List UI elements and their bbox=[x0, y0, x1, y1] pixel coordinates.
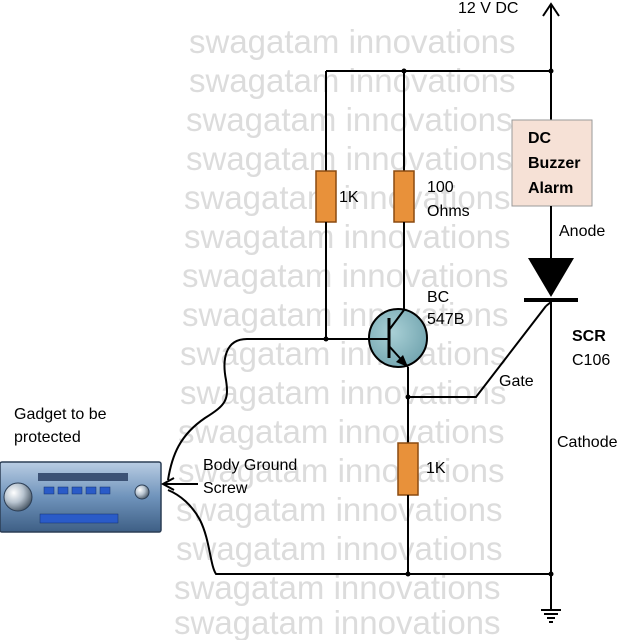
gadget-label-line2: protected bbox=[14, 429, 81, 446]
bottom-rail bbox=[167, 489, 551, 575]
scr-label-line2: C106 bbox=[572, 352, 610, 369]
watermark-line: swagatam innovations bbox=[184, 218, 511, 255]
supply-label: 12 V DC bbox=[458, 0, 518, 17]
watermark-line: swagatam innovations bbox=[182, 296, 509, 333]
watermark-line: swagatam innovations bbox=[182, 257, 509, 294]
emitter-arrow-icon bbox=[396, 355, 408, 367]
resistor-r2-body bbox=[393, 170, 415, 223]
watermark-line: swagatam innovations bbox=[186, 101, 513, 138]
watermark-line: swagatam innovations bbox=[180, 335, 507, 372]
gadget-button bbox=[43, 486, 55, 495]
supply-arrow-icon bbox=[542, 2, 560, 17]
watermark-line: swagatam innovations bbox=[174, 569, 501, 606]
ground-icon bbox=[541, 609, 561, 623]
gate-label: Gate bbox=[499, 373, 534, 390]
buzzer: DC Buzzer Alarm Anode bbox=[511, 119, 605, 258]
gadget: Gadget to be protected bbox=[0, 406, 162, 533]
screw-label-line1: Body Ground bbox=[203, 457, 297, 474]
gadget-small-knob-icon bbox=[134, 484, 150, 500]
gadget-button bbox=[71, 486, 83, 495]
r2-label-value: 100 bbox=[427, 179, 454, 196]
sense-wire bbox=[167, 338, 326, 481]
base-sense-wire bbox=[167, 336, 389, 481]
gadget-top-slot bbox=[38, 473, 128, 481]
ground-return-wire bbox=[167, 489, 551, 575]
transistor-label-line2: 547B bbox=[427, 311, 464, 328]
watermark-line: swagatam innovations bbox=[186, 140, 513, 177]
r1-label: 1K bbox=[339, 189, 359, 206]
screw-label-line2: Screw bbox=[203, 480, 248, 497]
r2-label-unit: Ohms bbox=[427, 203, 470, 220]
scr-triangle-icon bbox=[528, 258, 574, 297]
supply-rail: 12 V DC bbox=[326, 0, 560, 120]
anode-label: Anode bbox=[559, 223, 605, 240]
watermark-line: swagatam innovations bbox=[174, 604, 501, 640]
transistor: BC 547B bbox=[368, 289, 464, 368]
resistor-r1-body bbox=[315, 170, 337, 223]
cathode-label: Cathode bbox=[557, 434, 618, 451]
resistor-r1: 1K bbox=[315, 71, 359, 339]
transistor-collector bbox=[388, 309, 405, 331]
transistor-label-line1: BC bbox=[427, 289, 449, 306]
gadget-button bbox=[57, 486, 69, 495]
watermark: swagatam innovations swagatam innovation… bbox=[174, 23, 516, 640]
resistor-r3: 1K bbox=[397, 367, 446, 577]
gadget-knob-icon bbox=[3, 482, 33, 512]
junction-dot bbox=[548, 68, 554, 74]
resistor-r2: 100 Ohms bbox=[393, 71, 470, 310]
buzzer-body bbox=[511, 119, 593, 207]
gadget-label-line1: Gadget to be bbox=[14, 406, 107, 423]
screw-arrow-icon bbox=[160, 477, 175, 491]
resistor-r3-body bbox=[397, 442, 419, 496]
scr-label-line1: SCR bbox=[572, 328, 606, 345]
watermark-line: swagatam innovations bbox=[189, 62, 516, 99]
gadget-button bbox=[85, 486, 97, 495]
watermark-line: swagatam innovations bbox=[178, 413, 505, 450]
watermark-line: swagatam innovations bbox=[189, 23, 516, 60]
scr: SCR C106 Cathode bbox=[524, 258, 618, 610]
r3-label: 1K bbox=[426, 460, 446, 477]
gate-wire bbox=[408, 305, 547, 398]
watermark-line: swagatam innovations bbox=[178, 452, 505, 489]
watermark-line: swagatam innovations bbox=[176, 530, 503, 567]
buzzer-label-line1: DC bbox=[528, 130, 552, 147]
watermark-line: swagatam innovations bbox=[176, 491, 503, 528]
watermark-line: swagatam innovations bbox=[184, 179, 511, 216]
buzzer-label-line3: Alarm bbox=[528, 180, 573, 197]
gate-wire-group: Gate bbox=[408, 305, 547, 398]
gadget-button bbox=[99, 486, 111, 495]
body-ground-screw: Body Ground Screw bbox=[160, 457, 297, 497]
buzzer-label-line2: Buzzer bbox=[528, 155, 580, 172]
gadget-display bbox=[39, 513, 119, 524]
watermark-line: swagatam innovations bbox=[180, 374, 507, 411]
